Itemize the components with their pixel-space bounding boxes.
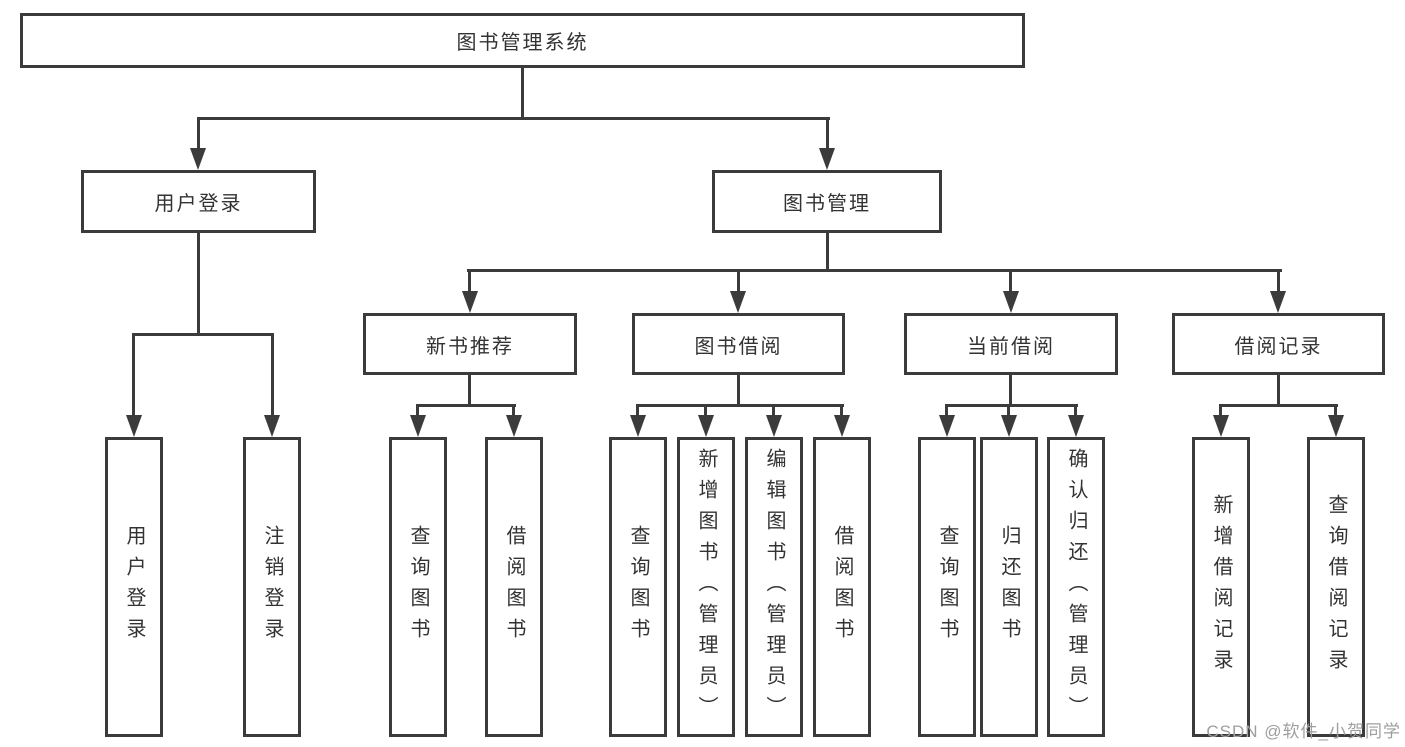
connector-drop <box>132 333 135 417</box>
connector-drop <box>704 404 707 418</box>
leaf-confirm-return-admin: 确认归还（管理员） <box>1047 437 1105 737</box>
arrowhead-down-icon <box>819 148 835 170</box>
connector-bar <box>1219 404 1338 407</box>
leaf-query-books-current: 查询图书 <box>918 437 976 737</box>
connector-drop <box>840 404 843 418</box>
leaf-query-books-recommend: 查询图书 <box>389 437 447 737</box>
leaf-borrow-books-recommend: 借阅图书 <box>485 437 543 737</box>
connector-drop <box>512 404 515 418</box>
connector-bookmgmt-stem <box>826 230 829 272</box>
connector-bar <box>945 404 1078 407</box>
arrowhead-down-icon <box>698 415 714 437</box>
connector-drop <box>1334 404 1337 418</box>
leaf-query-borrow-record: 查询借阅记录 <box>1307 437 1365 737</box>
leaf-add-borrow-record: 新增借阅记录 <box>1192 437 1250 737</box>
node-new-book-recommend: 新书推荐 <box>363 313 577 375</box>
connector-userlogin-bar <box>132 333 274 336</box>
leaf-return-books: 归还图书 <box>980 437 1038 737</box>
arrowhead-down-icon <box>834 415 850 437</box>
arrowhead-down-icon <box>506 415 522 437</box>
connector-drop <box>1074 404 1077 418</box>
leaf-user-login: 用户登录 <box>105 437 163 737</box>
arrowhead-down-icon <box>190 148 206 170</box>
connector-drop <box>636 404 639 418</box>
arrowhead-down-icon <box>462 291 478 313</box>
connector-drop <box>772 404 775 418</box>
connector-root-bar <box>197 117 830 120</box>
arrowhead-down-icon <box>126 415 142 437</box>
arrowhead-down-icon <box>730 291 746 313</box>
leaf-borrow-books: 借阅图书 <box>813 437 871 737</box>
connector-root-stem <box>521 66 524 119</box>
connector-drop <box>1277 269 1280 293</box>
arrowhead-down-icon <box>1328 415 1344 437</box>
leaf-add-books-admin: 新增图书（管理员） <box>677 437 735 737</box>
connector-stem <box>468 373 471 406</box>
node-current-borrowing: 当前借阅 <box>904 313 1118 375</box>
connector-stem <box>1277 373 1280 406</box>
node-root-library-system: 图书管理系统 <box>20 13 1025 68</box>
arrowhead-down-icon <box>630 415 646 437</box>
connector-stem <box>737 373 740 406</box>
connector-userlogin-stem <box>197 231 200 335</box>
leaf-query-books-borrow: 查询图书 <box>609 437 667 737</box>
leaf-logout: 注销登录 <box>243 437 301 737</box>
arrowhead-down-icon <box>410 415 426 437</box>
csdn-watermark: CSDN @软件_小贺同学 <box>1206 722 1401 741</box>
arrowhead-down-icon <box>1003 291 1019 313</box>
arrowhead-down-icon <box>264 415 280 437</box>
connector-drop <box>271 333 274 417</box>
connector-drop <box>737 269 740 293</box>
arrowhead-down-icon <box>939 415 955 437</box>
connector-drop <box>468 269 471 293</box>
arrowhead-down-icon <box>1213 415 1229 437</box>
connector-bookmgmt-bar <box>467 269 1282 272</box>
leaf-edit-books-admin: 编辑图书（管理员） <box>745 437 803 737</box>
connector-drop <box>945 404 948 418</box>
connector-drop <box>1007 404 1010 418</box>
connector-drop <box>1219 404 1222 418</box>
connector-stem <box>1009 373 1012 406</box>
node-user-login: 用户登录 <box>81 170 316 233</box>
arrowhead-down-icon <box>1068 415 1084 437</box>
arrowhead-down-icon <box>766 415 782 437</box>
arrowhead-down-icon <box>1001 415 1017 437</box>
connector-drop <box>1009 269 1012 293</box>
node-book-management: 图书管理 <box>712 170 942 233</box>
connector-bar <box>636 404 844 407</box>
connector-drop-user-login <box>197 117 200 151</box>
connector-bar <box>416 404 516 407</box>
connector-drop-book-mgmt <box>826 117 829 151</box>
connector-drop <box>416 404 419 418</box>
node-book-borrowing: 图书借阅 <box>632 313 845 375</box>
node-borrowing-records: 借阅记录 <box>1172 313 1385 375</box>
arrowhead-down-icon <box>1270 291 1286 313</box>
